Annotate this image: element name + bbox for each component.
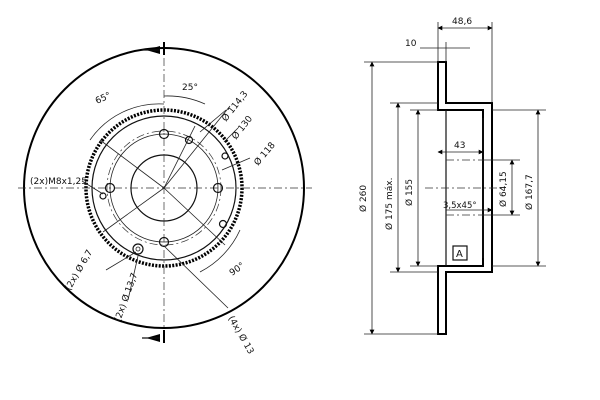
chamfer-label: 3,5x45° (443, 201, 477, 211)
width-48-label: 48,6 (452, 17, 472, 27)
leader-130 (223, 127, 239, 143)
angle-arc-25 (163, 95, 206, 105)
angle-25-label: 25° (182, 83, 198, 93)
thread-hole-label: (2x)M8x1,25 (30, 177, 87, 187)
datum-box (452, 245, 468, 261)
pin-hole (184, 135, 194, 145)
diameter-167-label: Ø 167,7 (524, 174, 535, 210)
pin-hole-label: (2x) Ø 6,7 (63, 248, 95, 293)
angle-65-label: 65° (94, 91, 113, 107)
thread-hole (221, 152, 229, 160)
side-view: 48,6 10 43 3,5x45° A Ø 260 Ø 175 máx. Ø … (358, 17, 546, 335)
radial-line (163, 187, 226, 246)
diameter-155-label: Ø 155 (404, 179, 415, 206)
pin-hole (218, 219, 228, 229)
lug-hole-top (158, 128, 170, 140)
diameter-118-label: Ø 118 (252, 140, 278, 168)
pin-hole-bottom-left (132, 243, 144, 255)
lug-hole-right (212, 182, 224, 194)
radial-line (163, 105, 231, 189)
bolt-hole-label: (4x) Ø 13 (225, 314, 256, 356)
rotor-section-profile (437, 61, 493, 335)
leader-pin (105, 251, 137, 271)
radial-line (99, 139, 165, 189)
angle-90-label: 90° (228, 261, 247, 278)
angle-arc-90 (199, 229, 241, 273)
leader-small (127, 255, 139, 301)
width-10-label: 10 (405, 39, 417, 49)
radial-line (102, 187, 165, 233)
small-hole-label: (2x) Ø 13,7 (112, 271, 140, 323)
lug-hole-left (104, 182, 116, 194)
leader-thread (81, 180, 104, 195)
leader-114 (199, 109, 227, 133)
width-43-label: 43 (454, 141, 465, 151)
thread-hole (99, 192, 107, 200)
front-view: 65° 25° 90° Ø 114,3 Ø 130 Ø 118 (2x)M8x1… (18, 42, 312, 356)
leader-bolt (163, 245, 229, 309)
diameter-175-label: Ø 175 máx. (384, 178, 395, 230)
diameter-260-label: Ø 260 (358, 185, 369, 212)
diameter-64-label: Ø 64,15 (498, 171, 509, 207)
datum-label: A (456, 249, 463, 260)
leader-118 (221, 157, 251, 171)
diameter-130-label: Ø 130 (230, 113, 256, 141)
angle-arc-65 (89, 103, 165, 141)
hat-outer-edge (91, 115, 237, 261)
pin-hole-bottom-left-inner (135, 246, 141, 252)
